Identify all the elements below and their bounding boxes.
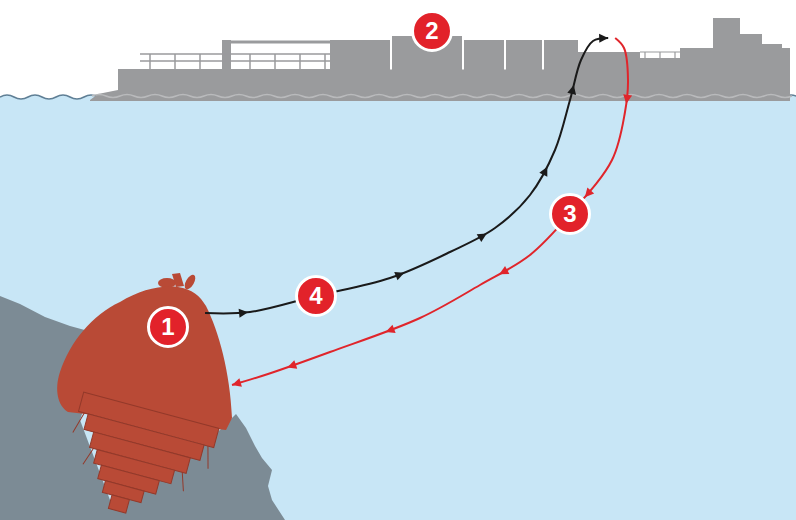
- arrow-head: [477, 230, 489, 242]
- crane: [222, 40, 231, 70]
- tower: [740, 34, 762, 50]
- callout-number: 1: [147, 306, 189, 348]
- callout-number: 2: [411, 10, 453, 52]
- rudder: [172, 273, 184, 287]
- arrow-head: [231, 378, 242, 389]
- callout-text: 1: [161, 313, 174, 340]
- arrow-head: [567, 84, 578, 95]
- arrow-head: [239, 308, 249, 318]
- salvage-vessel: 2: [88, 38, 790, 101]
- deck-block: [640, 58, 680, 70]
- propeller: [158, 278, 176, 288]
- callout-number: 3: [549, 193, 591, 235]
- illustration-part: [56, 273, 232, 520]
- railing: [640, 52, 790, 58]
- arrow-head: [539, 165, 551, 177]
- cargo-block: [506, 40, 542, 70]
- node-shape: [56, 273, 232, 520]
- crane-boom: [231, 41, 330, 44]
- capsized-ship: 1: [50, 270, 232, 520]
- arrow-head: [599, 34, 608, 43]
- node-outline: [50, 270, 232, 520]
- hull: [90, 69, 790, 101]
- winch-house: [578, 52, 640, 70]
- arrow-head: [286, 360, 297, 371]
- hull-wave: [92, 95, 792, 98]
- superstructure: [56, 392, 219, 520]
- sea-water: [0, 95, 796, 520]
- tower: [762, 44, 782, 50]
- rigging: [66, 411, 214, 496]
- connector-group: [205, 34, 608, 318]
- callout-text: 2: [425, 17, 438, 44]
- cargo-block: [464, 40, 504, 70]
- cargo-block: [544, 40, 578, 70]
- connector-group: [231, 38, 632, 389]
- recovery-line: [232, 38, 628, 385]
- callout-text: 4: [309, 282, 322, 309]
- propeller: [183, 273, 198, 291]
- mast: [108, 495, 129, 513]
- callout-text: 3: [563, 200, 576, 227]
- cargo-block: [330, 40, 390, 70]
- superstructure: [680, 48, 790, 70]
- railing: [140, 54, 330, 69]
- arrow-head: [497, 266, 509, 278]
- arrow-head: [622, 94, 632, 104]
- arrow-head: [394, 269, 406, 281]
- callout-number: 4: [295, 275, 337, 317]
- tower: [713, 18, 740, 50]
- return-line: [205, 38, 608, 313]
- arrow-head: [384, 325, 396, 337]
